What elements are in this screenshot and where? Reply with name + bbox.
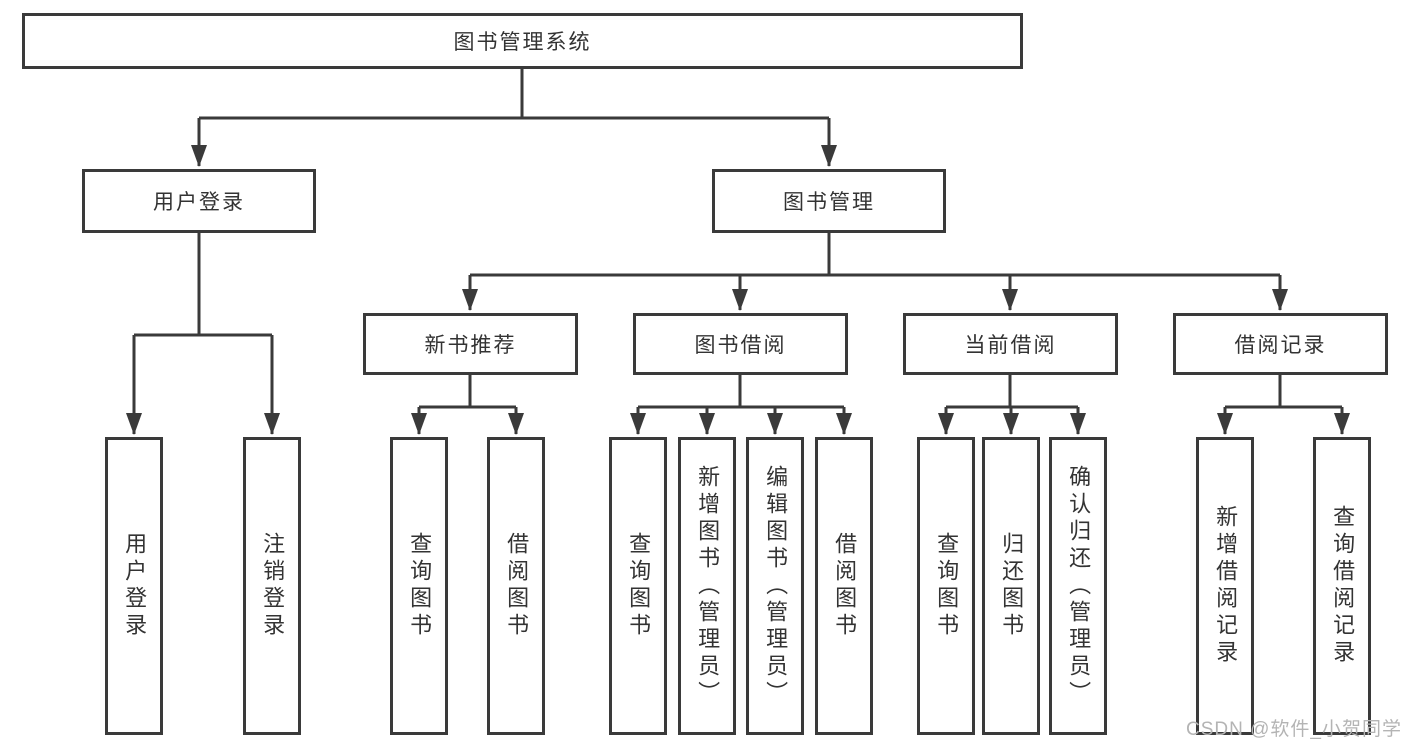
node-bb-edit-book-admin: 编辑图书（管理员）	[746, 437, 804, 735]
node-cb-return-book: 归还图书	[982, 437, 1040, 735]
node-cb-query-book: 查询图书	[917, 437, 975, 735]
node-rec-borrow-book: 借阅图书	[487, 437, 545, 735]
node-book-management: 图书管理	[712, 169, 946, 233]
edge-new-book-recommend-to-leaves	[411, 375, 524, 435]
node-bb-add-book-admin: 新增图书（管理员）	[678, 437, 736, 735]
node-book-borrow: 图书借阅	[633, 313, 848, 375]
edge-borrow-records-to-leaves	[1217, 375, 1350, 435]
edge-current-borrow-to-leaves	[938, 375, 1086, 435]
node-br-query-record: 查询借阅记录	[1313, 437, 1371, 735]
node-br-add-record: 新增借阅记录	[1196, 437, 1254, 735]
node-cb-confirm-return-admin: 确认归还（管理员）	[1049, 437, 1107, 735]
node-root-system: 图书管理系统	[22, 13, 1023, 69]
edge-root-to-level2	[191, 69, 837, 167]
node-user-login: 用户登录	[82, 169, 316, 233]
node-bb-query-book: 查询图书	[609, 437, 667, 735]
csdn-watermark: CSDN @软件_小贺同学	[1186, 719, 1402, 740]
edge-book-borrow-to-leaves	[630, 375, 852, 435]
node-rec-query-book: 查询图书	[390, 437, 448, 735]
node-current-borrow: 当前借阅	[903, 313, 1118, 375]
node-new-book-recommend: 新书推荐	[363, 313, 578, 375]
edge-user-login-to-leaves	[126, 233, 280, 435]
edge-book-management-to-level3	[462, 233, 1288, 311]
node-leaf-user-login: 用户登录	[105, 437, 163, 735]
node-borrow-records: 借阅记录	[1173, 313, 1388, 375]
node-leaf-logout: 注销登录	[243, 437, 301, 735]
node-bb-borrow-book: 借阅图书	[815, 437, 873, 735]
